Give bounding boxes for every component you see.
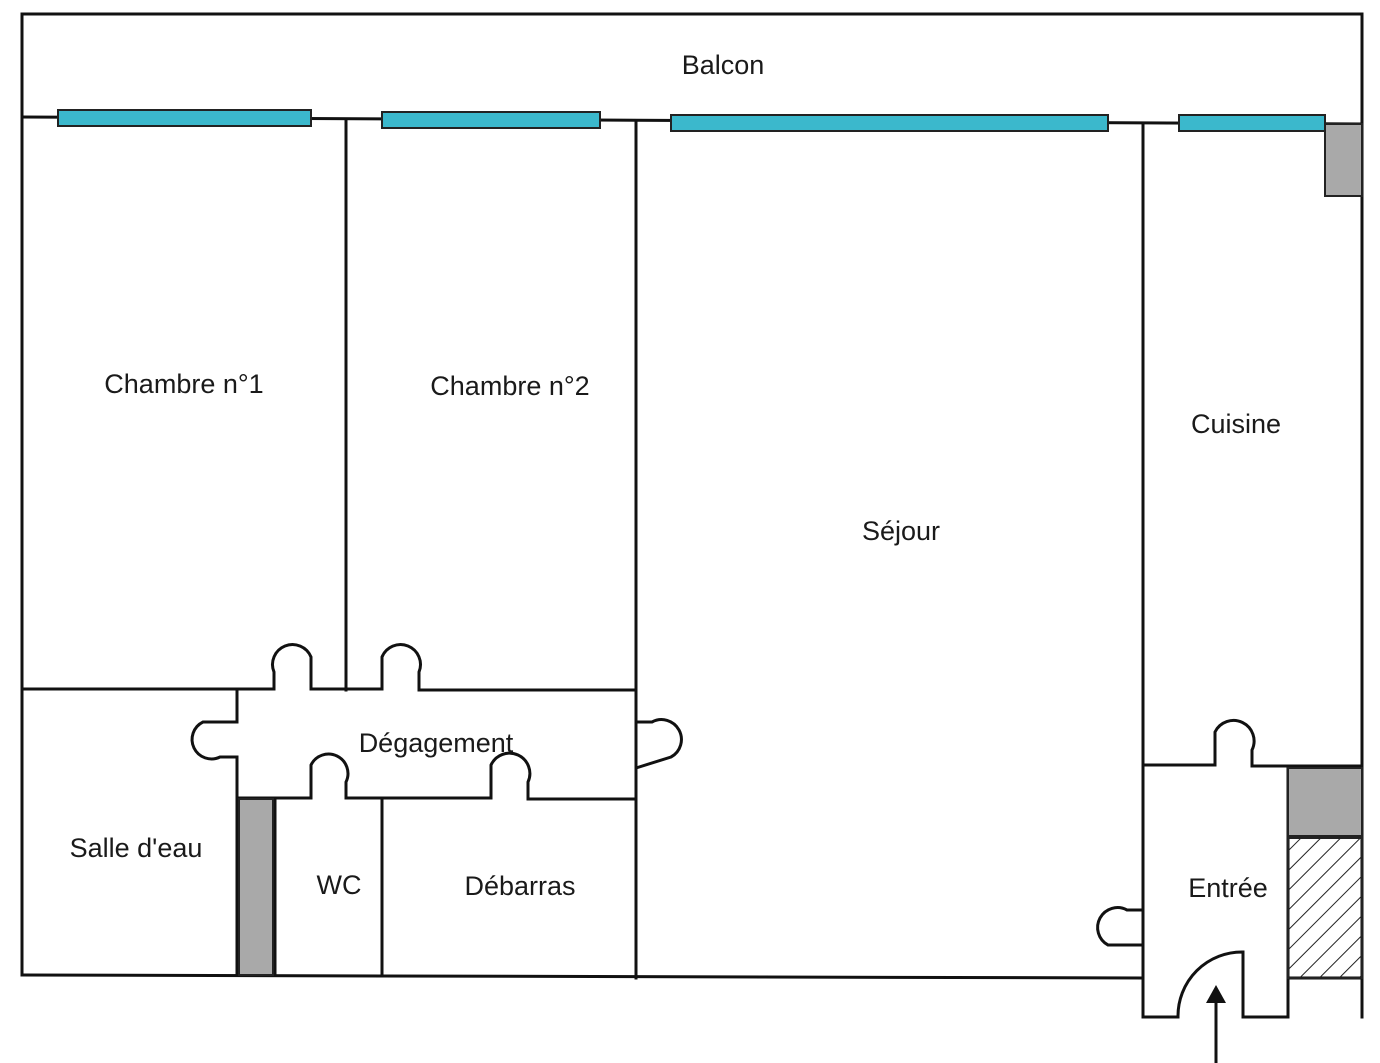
door-entree-side [1096,906,1143,947]
room-label-salle-eau: Salle d'eau [70,833,203,863]
door-cuisine [1213,718,1256,766]
shaft-salle-eau [238,798,274,976]
doors [190,643,1256,1018]
door-sejour [635,718,683,770]
window-chambre1 [57,109,312,127]
arrow-up-icon [1206,985,1226,1063]
door-salle-eau [190,720,237,761]
shaft-entree [1287,767,1363,837]
hatched-closet [1287,837,1363,979]
door-main [1176,950,1245,1018]
door-debarras [489,751,532,799]
room-label-degagement: Dégagement [359,728,514,758]
door-wc [309,752,350,798]
room-label-chambre1: Chambre n°1 [104,369,263,399]
window-cuisine [1178,114,1326,132]
room-label-balcon: Balcon [682,50,765,80]
door-chambre1 [271,643,313,689]
door-chambre2 [380,643,422,690]
window-sejour [670,114,1109,132]
windows [57,109,1326,132]
room-label-cuisine: Cuisine [1191,409,1281,439]
outer-walls [20,12,1364,1019]
room-label-debarras: Débarras [464,871,575,901]
interior-walls [20,117,1364,980]
room-label-chambre2: Chambre n°2 [430,371,589,401]
shaft-cuisine [1324,123,1363,197]
room-label-wc: WC [317,870,362,900]
room-label-sejour: Séjour [862,516,940,546]
window-chambre2 [381,111,601,129]
room-label-entree: Entrée [1188,873,1268,903]
